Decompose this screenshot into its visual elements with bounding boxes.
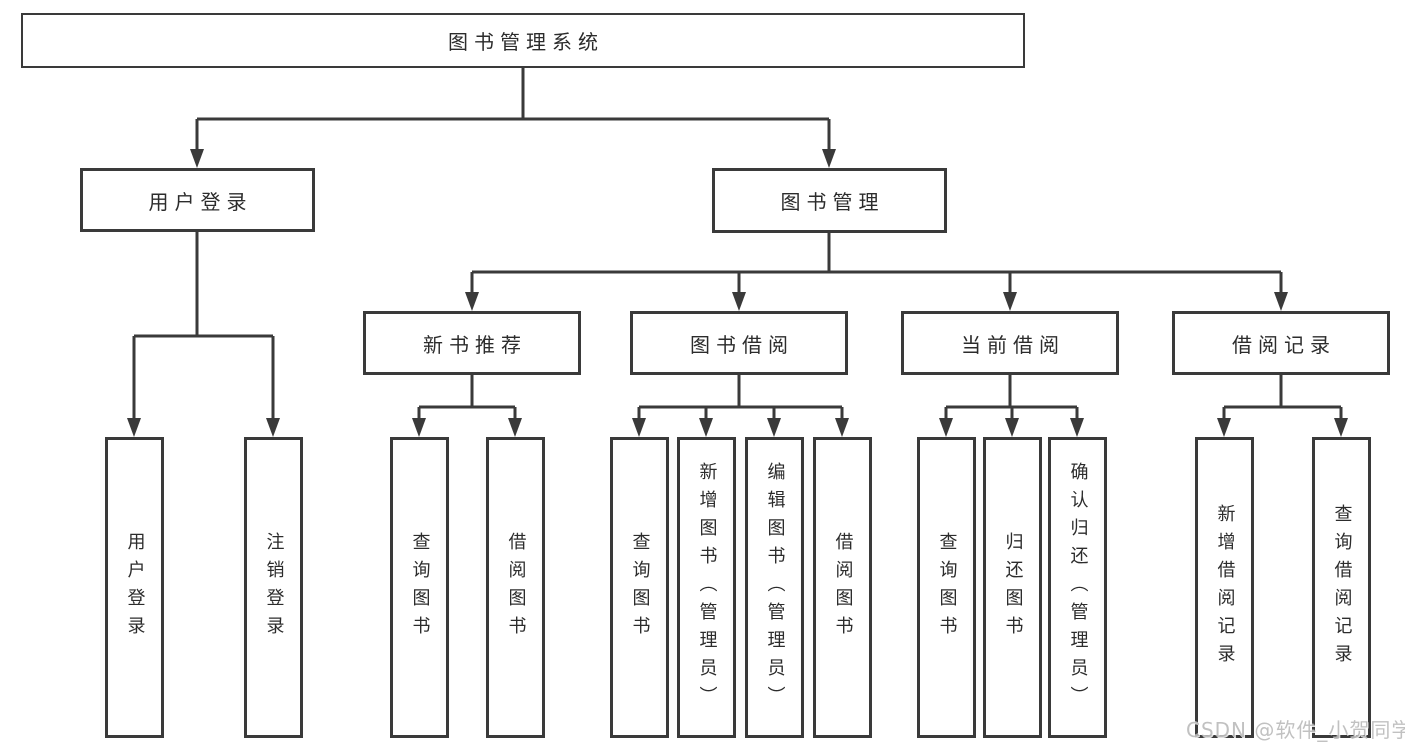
leaf-add-borrow-record: 新增借阅记录 xyxy=(1195,437,1254,738)
node-book-management: 图书管理 xyxy=(712,168,947,233)
leaf-add-books-admin: 新增图书（管理员） xyxy=(677,437,736,738)
node-user-login: 用户登录 xyxy=(80,168,315,232)
arrowheads xyxy=(127,149,1348,437)
leaf-edit-books-admin: 编辑图书（管理员） xyxy=(745,437,804,738)
node-borrowing-records: 借阅记录 xyxy=(1172,311,1390,375)
node-new-book-recommend: 新书推荐 xyxy=(363,311,581,375)
node-book-borrowing: 图书借阅 xyxy=(630,311,848,375)
leaf-borrow-books-2: 借阅图书 xyxy=(813,437,872,738)
leaf-user-login: 用户登录 xyxy=(105,437,164,738)
leaf-query-borrow-record: 查询借阅记录 xyxy=(1312,437,1371,738)
leaf-return-books: 归还图书 xyxy=(983,437,1042,738)
leaf-query-books-2: 查询图书 xyxy=(610,437,669,738)
node-root-system: 图书管理系统 xyxy=(21,13,1025,68)
leaf-logout: 注销登录 xyxy=(244,437,303,738)
csdn-watermark: CSDN @软件_小贺同学 xyxy=(1186,718,1405,742)
leaf-confirm-return-admin: 确认归还（管理员） xyxy=(1048,437,1107,738)
connector-paths xyxy=(132,68,1343,420)
node-current-borrowing: 当前借阅 xyxy=(901,311,1119,375)
leaf-query-books-1: 查询图书 xyxy=(390,437,449,738)
leaf-query-books-3: 查询图书 xyxy=(917,437,976,738)
leaf-borrow-books-1: 借阅图书 xyxy=(486,437,545,738)
